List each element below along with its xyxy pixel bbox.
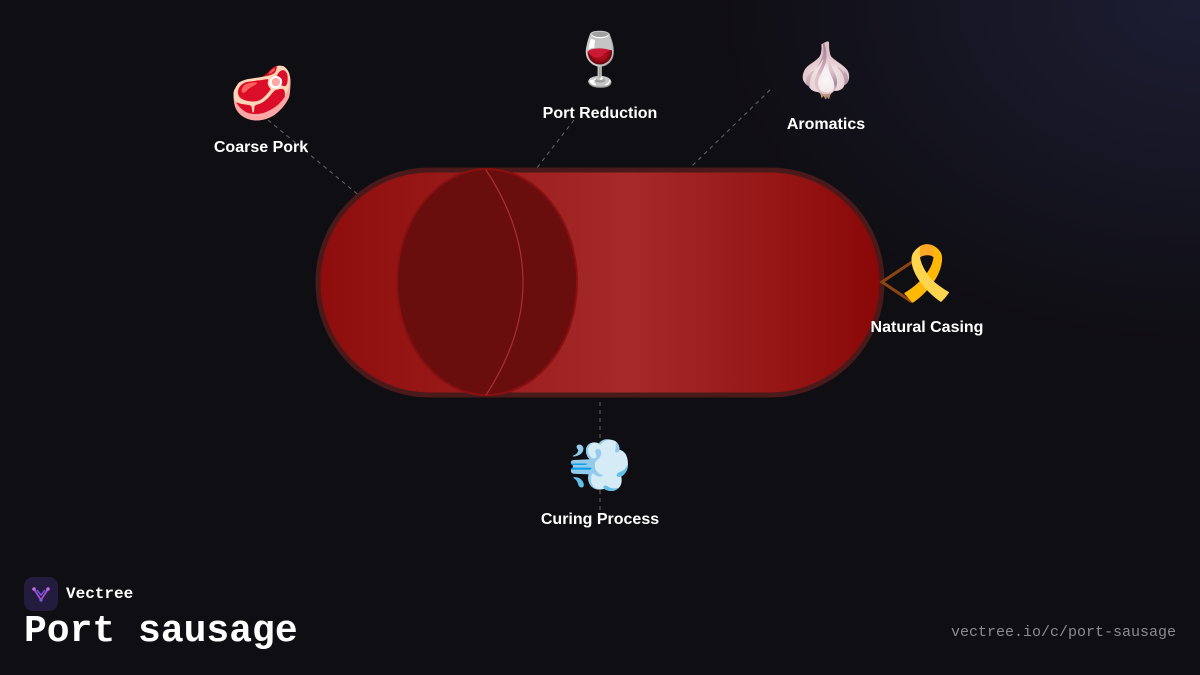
ribbon-icon: 🎗️ xyxy=(894,244,960,304)
sausage-seam xyxy=(485,169,524,396)
label-coarse-pork: Coarse Pork xyxy=(213,139,309,156)
casing-tie xyxy=(879,260,913,304)
sausage-end-cap xyxy=(396,168,578,396)
brand: Vectree xyxy=(24,577,133,611)
vectree-logo-icon xyxy=(24,577,58,611)
source-url[interactable]: vectree.io/c/port-sausage xyxy=(950,624,1176,641)
label-aromatics: Aromatics xyxy=(786,116,866,133)
label-port-reduction: Port Reduction xyxy=(542,105,658,122)
garlic-icon: 🧄 xyxy=(793,41,859,101)
dash-wind-icon: 💨 xyxy=(567,436,633,496)
label-natural-casing: Natural Casing xyxy=(870,319,984,336)
connector-aromatics xyxy=(691,89,771,167)
page-title: Port sausage xyxy=(24,610,298,653)
brand-name: Vectree xyxy=(66,585,134,603)
connector-port-reduction xyxy=(511,119,575,201)
wine-glass-icon: 🍷 xyxy=(567,30,633,90)
label-curing-process: Curing Process xyxy=(540,511,660,528)
meat-icon: 🥩 xyxy=(229,64,295,124)
